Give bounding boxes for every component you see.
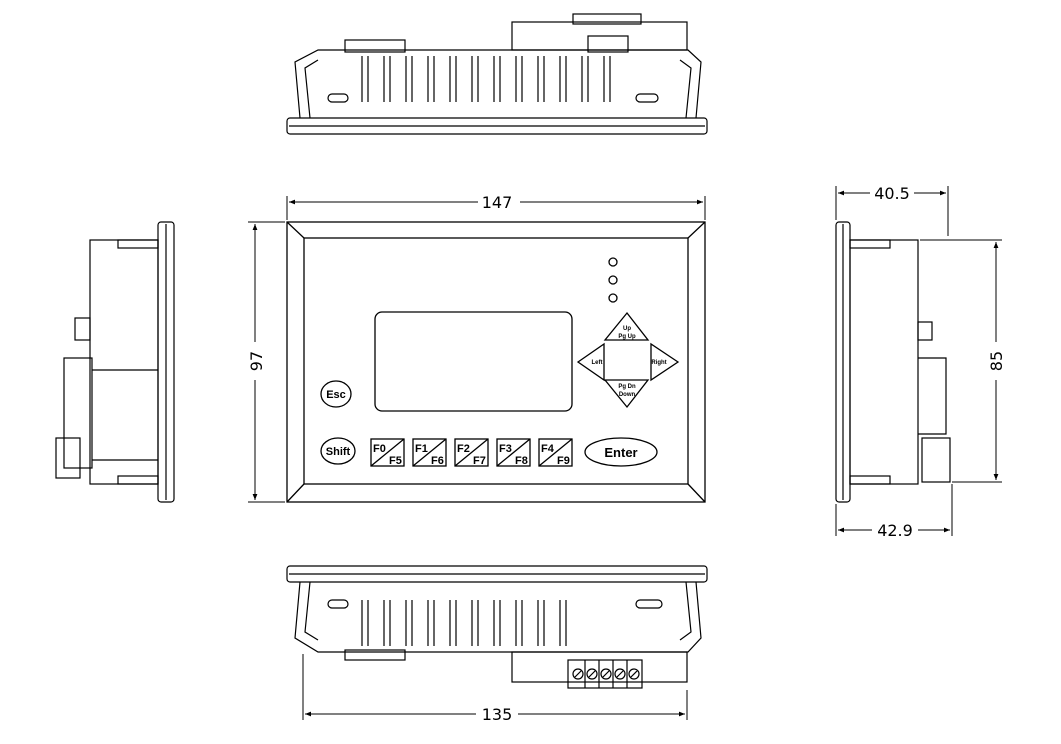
fkey-bottom-label: F9 (557, 455, 570, 467)
fkey-bottom-label: F7 (473, 455, 486, 467)
fkey-bottom-label: F5 (389, 455, 402, 467)
front-bezel-outer (286, 221, 706, 503)
terminal-screw (628, 668, 640, 680)
terminal-screw (586, 668, 598, 680)
shift-key-label: Shift (326, 446, 351, 458)
right-key (650, 342, 680, 382)
depth-top-label: 40.5 (874, 184, 910, 203)
left-side-view (55, 221, 175, 503)
fkey-top-label: F4 (541, 443, 555, 455)
depth-top-dimension (835, 186, 949, 236)
enter-key-label: Enter (604, 445, 637, 460)
height-dimension (248, 221, 285, 503)
lcd-screen (374, 311, 573, 412)
down-key-label: Down (619, 392, 636, 398)
shift-key (320, 437, 356, 465)
down-key (603, 379, 650, 409)
f0-f5-key (370, 438, 405, 467)
fkey-bottom-label: F6 (431, 455, 444, 467)
terminal-screw (600, 668, 612, 680)
terminal-screw (572, 668, 584, 680)
front-view: Esc Shift Enter F0 F5 F1 F6 F2 F7 F3 F8 … (247, 193, 706, 503)
f4-f9-key (538, 438, 573, 467)
height-label: 97 (247, 351, 266, 371)
right-key-label: Right (651, 360, 666, 366)
terminal-screw (614, 668, 626, 680)
pg-dn-key-label: Pg Dn (618, 384, 636, 390)
depth-bottom-label: 42.9 (877, 521, 913, 540)
front-bezel-inner (303, 237, 689, 485)
up-key (603, 311, 650, 341)
status-led-2 (608, 275, 618, 285)
esc-key (320, 380, 352, 408)
side-height-label: 85 (987, 351, 1006, 371)
bottom-width-dimension (302, 654, 688, 720)
status-led-1 (608, 257, 618, 267)
fkey-top-label: F2 (457, 443, 470, 455)
enter-key (584, 437, 658, 467)
width-dimension (286, 196, 706, 220)
right-side-view (835, 221, 951, 503)
left-key (576, 342, 605, 382)
up-key-label: Up (623, 326, 631, 332)
bottom-view (286, 565, 708, 689)
function-keys (370, 438, 573, 467)
side-height-dimension (920, 239, 1002, 483)
f3-f8-key (496, 438, 531, 467)
top-view (286, 13, 708, 135)
depth-bottom-dimension (835, 484, 953, 536)
top-vents (361, 56, 611, 102)
left-key-label: Left (592, 360, 603, 366)
fkey-bottom-label: F8 (515, 455, 528, 467)
esc-key-label: Esc (326, 389, 346, 401)
bottom-vents (361, 600, 567, 646)
fkey-top-label: F0 (373, 443, 386, 455)
fkey-top-label: F3 (499, 443, 512, 455)
status-led-3 (608, 293, 618, 303)
f2-f7-key (454, 438, 489, 467)
pg-up-key-label: Pg Up (618, 334, 636, 340)
terminal-block (567, 659, 643, 689)
fkey-top-label: F1 (415, 443, 428, 455)
bottom-width-label: 135 (482, 705, 513, 724)
width-label: 147 (482, 193, 513, 212)
f1-f6-key (412, 438, 447, 467)
